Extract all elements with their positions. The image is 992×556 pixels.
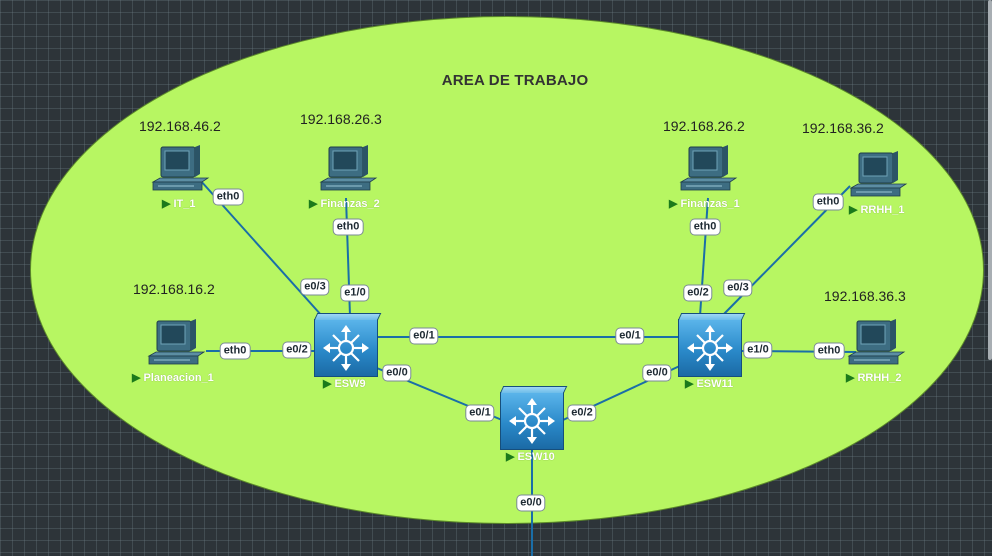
port-label: e0/0 <box>382 364 412 382</box>
ip-label-rrhh1: 192.168.36.2 <box>802 120 884 136</box>
port-label: e0/2 <box>567 404 597 422</box>
port-label: e0/2 <box>282 341 312 359</box>
port-label: e0/0 <box>642 364 672 382</box>
node-label-rrhh2: ▶RRHH_2 <box>846 372 902 384</box>
ip-label-it1: 192.168.46.2 <box>139 118 221 134</box>
port-label: e0/2 <box>683 284 713 302</box>
switch-esw10[interactable] <box>500 392 564 450</box>
play-icon[interactable]: ▶ <box>846 372 855 384</box>
desktop-pc-icon <box>848 151 908 206</box>
port-label: e0/1 <box>615 327 645 345</box>
play-icon[interactable]: ▶ <box>323 378 332 390</box>
port-label: eth0 <box>212 188 244 206</box>
node-label-esw11: ▶ESW11 <box>685 378 734 390</box>
desktop-pc-icon <box>678 145 738 200</box>
port-label: eth0 <box>813 342 845 360</box>
port-label: e0/1 <box>409 327 439 345</box>
port-label: e0/0 <box>516 494 546 512</box>
port-label: eth0 <box>332 218 364 236</box>
desktop-pc-icon <box>318 145 378 200</box>
desktop-pc-icon <box>146 319 206 374</box>
play-icon[interactable]: ▶ <box>685 378 694 390</box>
desktop-pc-icon <box>150 145 210 200</box>
play-icon[interactable]: ▶ <box>309 198 318 210</box>
port-label: eth0 <box>812 193 844 211</box>
ip-label-planeacion1: 192.168.16.2 <box>133 281 215 297</box>
vertical-scrollbar[interactable] <box>988 0 992 360</box>
node-label-esw10: ▶ESW10 <box>506 451 555 463</box>
port-label: e0/3 <box>723 279 753 297</box>
node-label-rrhh1: ▶RRHH_1 <box>849 204 905 216</box>
play-icon[interactable]: ▶ <box>669 198 678 210</box>
ip-label-finanzas1: 192.168.26.2 <box>663 118 745 134</box>
pc-rrhh1[interactable] <box>848 150 908 202</box>
pc-finanzas2[interactable] <box>318 144 378 196</box>
node-label-finanzas2: ▶Finanzas_2 <box>309 198 380 210</box>
play-icon[interactable]: ▶ <box>162 198 171 210</box>
switch-esw11[interactable] <box>678 319 742 377</box>
port-label: e1/0 <box>743 341 773 359</box>
pc-planeacion1[interactable] <box>146 318 206 370</box>
node-label-finanzas1: ▶Finanzas_1 <box>669 198 740 210</box>
node-label-it1: ▶IT_1 <box>162 198 196 210</box>
area-title: AREA DE TRABAJO <box>441 72 589 89</box>
node-label-planeacion1: ▶Planeacion_1 <box>132 372 214 384</box>
pc-finanzas1[interactable] <box>678 144 738 196</box>
ip-label-finanzas2: 192.168.26.3 <box>300 111 382 127</box>
port-label: eth0 <box>219 342 251 360</box>
port-label: eth0 <box>689 218 721 236</box>
node-label-esw9: ▶ESW9 <box>323 378 366 390</box>
pc-rrhh2[interactable] <box>846 318 906 370</box>
pc-it1[interactable] <box>150 144 210 196</box>
play-icon[interactable]: ▶ <box>132 372 141 384</box>
desktop-pc-icon <box>846 319 906 374</box>
port-label: e0/3 <box>300 278 330 296</box>
ip-label-rrhh2: 192.168.36.3 <box>824 288 906 304</box>
port-label: e1/0 <box>340 284 370 302</box>
play-icon[interactable]: ▶ <box>506 451 515 463</box>
switch-esw9[interactable] <box>314 319 378 377</box>
port-label: e0/1 <box>465 404 495 422</box>
play-icon[interactable]: ▶ <box>849 204 858 216</box>
